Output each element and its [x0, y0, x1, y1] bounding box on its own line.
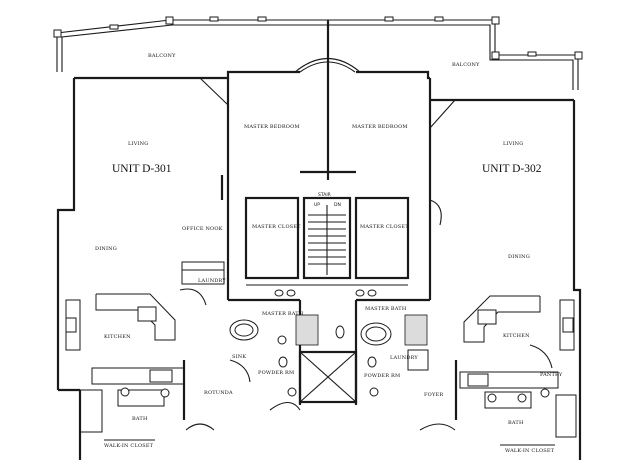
kitchen-left-label: KITCHEN [104, 334, 131, 340]
walkin-closet-left-label: WALK-IN CLOSET [104, 443, 154, 449]
room-labels: BALCONY BALCONY LIVING LIVING UNIT D-301… [95, 53, 563, 454]
corner-detail-left [199, 77, 229, 107]
foyer-label: FOYER [424, 392, 443, 398]
master-bedroom-left-label: MASTER BEDROOM [244, 124, 300, 130]
unit-d301-title: UNIT D-301 [112, 163, 172, 175]
rotunda-label: ROTUNDA [204, 390, 233, 396]
stair-up-label: UP [314, 202, 320, 208]
master-bedroom-right-label: MASTER BEDROOM [352, 124, 408, 130]
stair-down-label: DN [334, 202, 341, 208]
unit-d301-interior [65, 175, 301, 460]
living-right-label: LIVING [503, 141, 523, 147]
core-walls [226, 196, 432, 405]
balcony-right-label: BALCONY [452, 62, 480, 68]
laundry-left-label: LAUNDRY [198, 278, 226, 284]
walkin-closet-right-label: WALK-IN CLOSET [505, 448, 555, 454]
bath-right-label: BATH [508, 420, 524, 426]
master-bath-right-label: MASTER BATH [365, 306, 407, 312]
office-nook-label: OFFICE NOOK [182, 226, 223, 232]
master-closet-left-label: MASTER CLOSET [252, 224, 301, 230]
stair-treads [308, 205, 346, 275]
corner-detail-right [429, 99, 457, 129]
balcony-left-label: BALCONY [148, 53, 176, 59]
master-closet-right-label: MASTER CLOSET [360, 224, 409, 230]
sink-label: SINK [232, 354, 246, 360]
pantry-label: PANTRY [540, 372, 563, 378]
balcony-railing [53, 16, 583, 90]
unit-d302-title: UNIT D-302 [482, 163, 542, 175]
bath-fixtures [229, 289, 428, 397]
master-bath-left-label: MASTER BATH [262, 311, 304, 317]
powder-left-label: POWDER RM [258, 370, 294, 376]
kitchen-right-label: KITCHEN [503, 333, 530, 339]
dining-left-label: DINING [95, 246, 117, 252]
living-left-label: LIVING [128, 141, 148, 147]
dining-right-label: DINING [508, 254, 530, 260]
unit-d302-interior [407, 199, 577, 446]
laundry-right-label: LAUNDRY [390, 355, 418, 361]
stair-label: STAIR [318, 192, 331, 198]
powder-right-label: POWDER RM [364, 373, 400, 379]
central-arch [294, 20, 361, 180]
bath-left-label: BATH [132, 416, 148, 422]
